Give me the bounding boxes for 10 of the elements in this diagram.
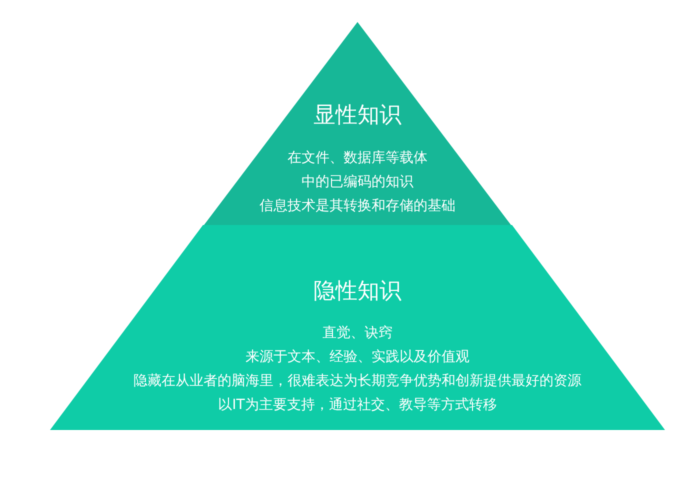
description-text: 来源于文本、经验、实践以及价值观: [246, 348, 470, 367]
description-text: 在文件、数据库等载体中的已编码的知识: [286, 149, 428, 192]
pyramid-base: [50, 225, 665, 430]
description-text: 以IT为主要支持，通过社交、教导等方式转移: [218, 396, 497, 415]
section-title: 显性知识: [312, 102, 402, 130]
description-text: 信息技术是其转换和存储的基础: [260, 197, 456, 216]
section-title: 隐性知识: [312, 278, 402, 306]
description-text: 直觉、诀窍: [322, 324, 392, 343]
pyramid-top: [204, 22, 511, 225]
description-text: 隐藏在从业者的脑海里，很难表达为长期竞争优势和创新提供最好的资源: [134, 372, 582, 391]
